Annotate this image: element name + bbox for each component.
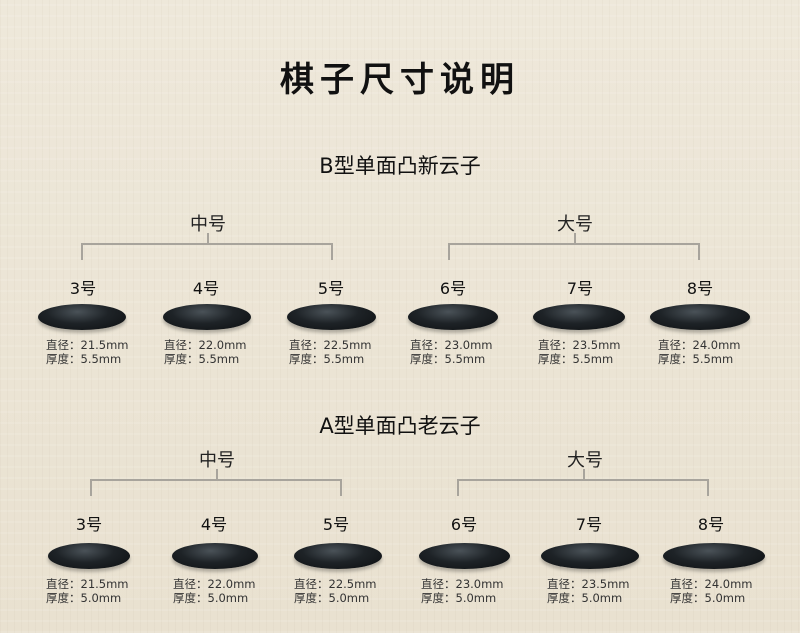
spec-block: 直径：23.0mm 厚度：5.0mm <box>421 577 504 605</box>
size-label: 4号 <box>192 279 220 298</box>
thickness-text: 厚度：5.0mm <box>173 591 249 605</box>
bracket-large <box>448 243 700 260</box>
spec-block: 直径：21.5mm 厚度：5.5mm <box>46 338 129 366</box>
go-stone <box>663 543 765 569</box>
diameter-text: 直径：22.5mm <box>294 577 377 591</box>
thickness-text: 厚度：5.0mm <box>421 591 497 605</box>
group-label-large: 大号 <box>557 214 593 235</box>
diameter-text: 直径：23.5mm <box>547 577 630 591</box>
go-stone <box>650 304 750 330</box>
thickness-text: 厚度：5.0mm <box>294 591 370 605</box>
page-title: 棋子尺寸说明 <box>280 60 520 100</box>
bracket-tick <box>216 469 218 479</box>
group-label-medium: 中号 <box>199 450 235 471</box>
group-label-large: 大号 <box>567 450 603 471</box>
spec-block: 直径：24.0mm 厚度：5.5mm <box>658 338 741 366</box>
bracket-medium <box>81 243 333 260</box>
go-stone <box>287 304 376 330</box>
spec-block: 直径：23.0mm 厚度：5.5mm <box>410 338 493 366</box>
thickness-text: 厚度：5.5mm <box>538 352 614 366</box>
go-stone <box>541 543 639 569</box>
diameter-text: 直径：23.0mm <box>410 338 493 352</box>
spec-block: 直径：24.0mm 厚度：5.0mm <box>670 577 753 605</box>
diameter-text: 直径：24.0mm <box>670 577 753 591</box>
thickness-text: 厚度：5.0mm <box>547 591 623 605</box>
spec-block: 直径：22.0mm 厚度：5.0mm <box>173 577 256 605</box>
diameter-text: 直径：23.0mm <box>421 577 504 591</box>
spec-block: 直径：22.5mm 厚度：5.0mm <box>294 577 377 605</box>
thickness-text: 厚度：5.5mm <box>410 352 486 366</box>
size-label: 4号 <box>200 515 228 534</box>
bracket-tick <box>207 233 209 243</box>
thickness-text: 厚度：5.5mm <box>658 352 734 366</box>
diameter-text: 直径：24.0mm <box>658 338 741 352</box>
spec-block: 直径：23.5mm 厚度：5.0mm <box>547 577 630 605</box>
diameter-text: 直径：23.5mm <box>538 338 621 352</box>
size-label: 6号 <box>450 515 478 534</box>
go-stone <box>408 304 498 330</box>
size-label: 5号 <box>322 515 350 534</box>
spec-block: 直径：22.0mm 厚度：5.5mm <box>164 338 247 366</box>
thickness-text: 厚度：5.0mm <box>670 591 746 605</box>
group-label-medium: 中号 <box>190 214 226 235</box>
size-label: 8号 <box>686 279 714 298</box>
spec-block: 直径：23.5mm 厚度：5.5mm <box>538 338 621 366</box>
size-label: 6号 <box>439 279 467 298</box>
go-stone <box>163 304 251 330</box>
go-stone <box>419 543 510 569</box>
diameter-text: 直径：22.0mm <box>173 577 256 591</box>
thickness-text: 厚度：5.5mm <box>289 352 365 366</box>
bracket-tick <box>583 469 585 479</box>
size-label: 8号 <box>697 515 725 534</box>
diameter-text: 直径：21.5mm <box>46 338 129 352</box>
go-stone <box>533 304 625 330</box>
size-label: 7号 <box>575 515 603 534</box>
go-stone <box>38 304 126 330</box>
thickness-text: 厚度：5.0mm <box>46 591 122 605</box>
bracket-tick <box>574 233 576 243</box>
go-stone <box>48 543 130 569</box>
bracket-medium <box>90 479 342 496</box>
spec-block: 直径：21.5mm 厚度：5.0mm <box>46 577 129 605</box>
thickness-text: 厚度：5.5mm <box>46 352 122 366</box>
size-label: 7号 <box>566 279 594 298</box>
size-label: 5号 <box>317 279 345 298</box>
section-title-b: B型单面凸新云子 <box>319 154 481 178</box>
size-label: 3号 <box>75 515 103 534</box>
thickness-text: 厚度：5.5mm <box>164 352 240 366</box>
go-stone <box>172 543 258 569</box>
bracket-large <box>457 479 709 496</box>
diameter-text: 直径：22.5mm <box>289 338 372 352</box>
diameter-text: 直径：22.0mm <box>164 338 247 352</box>
diameter-text: 直径：21.5mm <box>46 577 129 591</box>
go-stone <box>294 543 382 569</box>
spec-block: 直径：22.5mm 厚度：5.5mm <box>289 338 372 366</box>
size-label: 3号 <box>69 279 97 298</box>
section-title-a: A型单面凸老云子 <box>319 414 481 438</box>
